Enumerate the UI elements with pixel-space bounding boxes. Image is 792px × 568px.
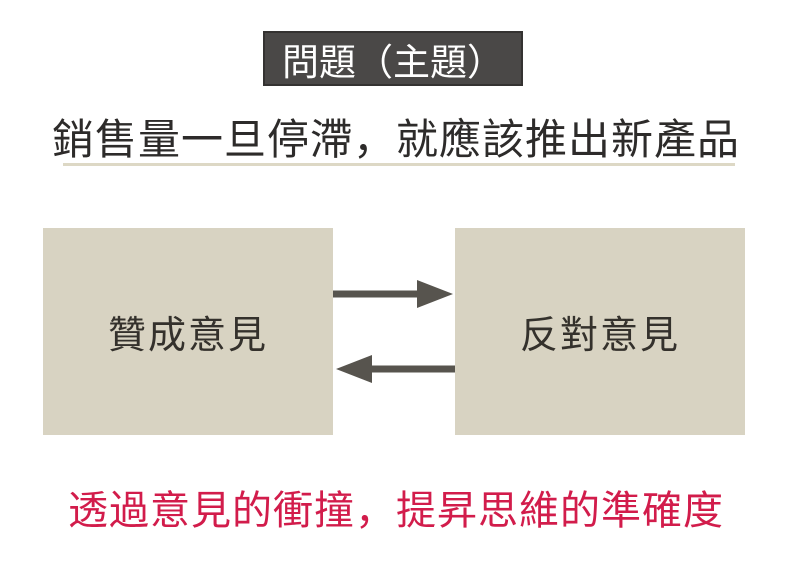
agree-opinion-label: 贊成意見: [107, 313, 268, 357]
oppose-opinion-label: 反對意見: [519, 313, 680, 357]
right-arrow-icon: [333, 280, 453, 308]
left-arrow-icon: [336, 355, 455, 383]
oppose-opinion-box: 反對意見: [455, 228, 745, 435]
conclusion-statement: 透過意見的衝撞，提昇思維的準確度: [68, 488, 724, 534]
topic-underline: [63, 163, 735, 166]
topic-statement: 銷售量一旦停滯，就應該推出新產品: [51, 115, 740, 164]
topic-header-label: 問題（主題）: [282, 40, 504, 84]
topic-header-box: 問題（主題）: [263, 31, 523, 86]
agree-opinion-box: 贊成意見: [43, 228, 333, 435]
exchange-arrows: [333, 280, 455, 383]
